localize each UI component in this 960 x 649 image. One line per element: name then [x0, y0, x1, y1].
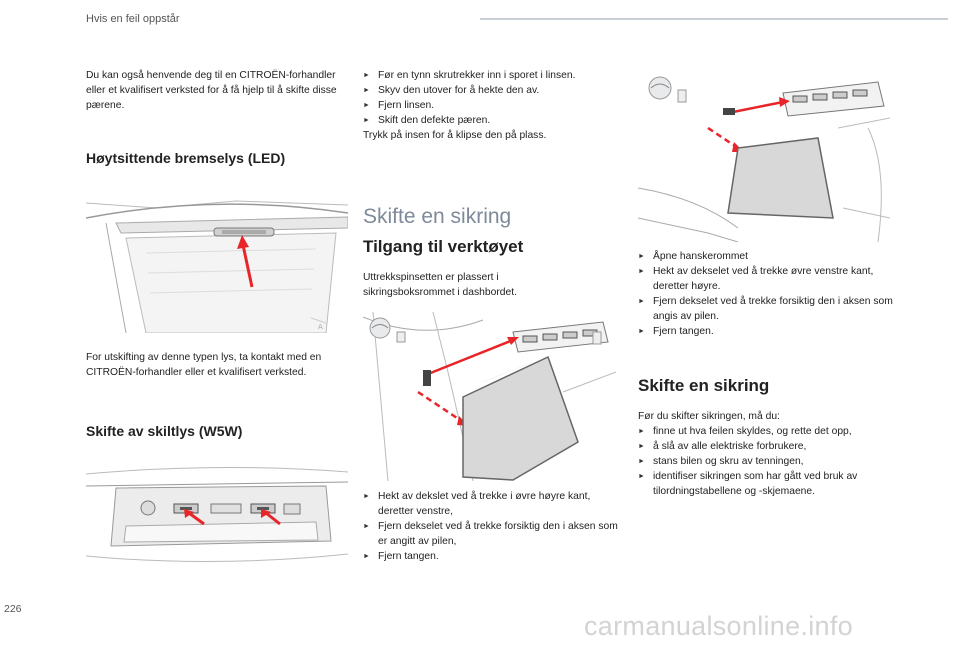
list-item: Skift den defekte pæren. — [363, 113, 623, 128]
brake-light-figure: A — [86, 183, 348, 333]
list-item: stans bilen og skru av tenningen, — [638, 454, 893, 469]
list-item: Hekt av dekselet ved å trekke øvre venst… — [638, 264, 893, 294]
fuse-intro-text: Før du skifter sikringen, må du: — [638, 411, 780, 422]
lens-steps-list: Før en tynn skrutrekker inn i sporet i l… — [363, 68, 623, 128]
page-number: 226 — [4, 603, 22, 615]
list-item: identifiser sikringen som har gått ved b… — [638, 469, 893, 499]
plate-light-figure — [86, 456, 348, 581]
lens-closing-text: Trykk på insen for å klipse den på plass… — [363, 130, 547, 141]
list-item: Skyv den utover for å hekte den av. — [363, 83, 623, 98]
tool-location-text: Uttrekkspinsetten er plassert i sikrings… — [363, 272, 517, 298]
fuse-steps-list: finne ut hva feilen skyldes, og rette de… — [638, 424, 893, 499]
intro-text: Du kan også henvende deg til en CITROËN-… — [86, 70, 337, 111]
fuse-section-heading: Skifte en sikring — [363, 205, 512, 228]
section-header-title: Hvis en feil oppstår — [86, 13, 180, 25]
glovebox-steps-list: Åpne hanskerommet Hekt av dekselet ved å… — [638, 249, 893, 339]
brake-light-text: For utskifting av denne typen lys, ta ko… — [86, 352, 322, 378]
watermark-text: carmanualsonline.info — [584, 611, 853, 641]
list-item: Åpne hanskerommet — [638, 249, 893, 264]
header-rule — [480, 18, 948, 20]
list-item: Fjern dekselet ved å trekke forsiktig de… — [363, 519, 623, 549]
list-item: Fjern dekselet ved å trekke forsiktig de… — [638, 294, 893, 324]
svg-text:A: A — [318, 323, 323, 331]
list-item: finne ut hva feilen skyldes, og rette de… — [638, 424, 893, 439]
list-item: Fjern tangen. — [363, 549, 623, 564]
tool-access-heading: Tilgang til verktøyet — [363, 237, 524, 256]
brake-light-heading: Høytsittende bremselys (LED) — [86, 150, 286, 166]
list-item: Fjern linsen. — [363, 98, 623, 113]
list-item: Før en tynn skrutrekker inn i sporet i l… — [363, 68, 623, 83]
tool-steps-list: Hekt av dekslet ved å trekke i øvre høyr… — [363, 489, 623, 564]
list-item: å slå av alle elektriske forbrukere, — [638, 439, 893, 454]
glovebox-figure — [638, 68, 890, 242]
plate-light-heading: Skifte av skiltlys (W5W) — [86, 423, 243, 439]
list-item: Fjern tangen. — [638, 324, 893, 339]
list-item: Hekt av dekslet ved å trekke i øvre høyr… — [363, 489, 623, 519]
tool-location-figure — [363, 312, 616, 481]
fuse-change-heading: Skifte en sikring — [638, 376, 770, 395]
